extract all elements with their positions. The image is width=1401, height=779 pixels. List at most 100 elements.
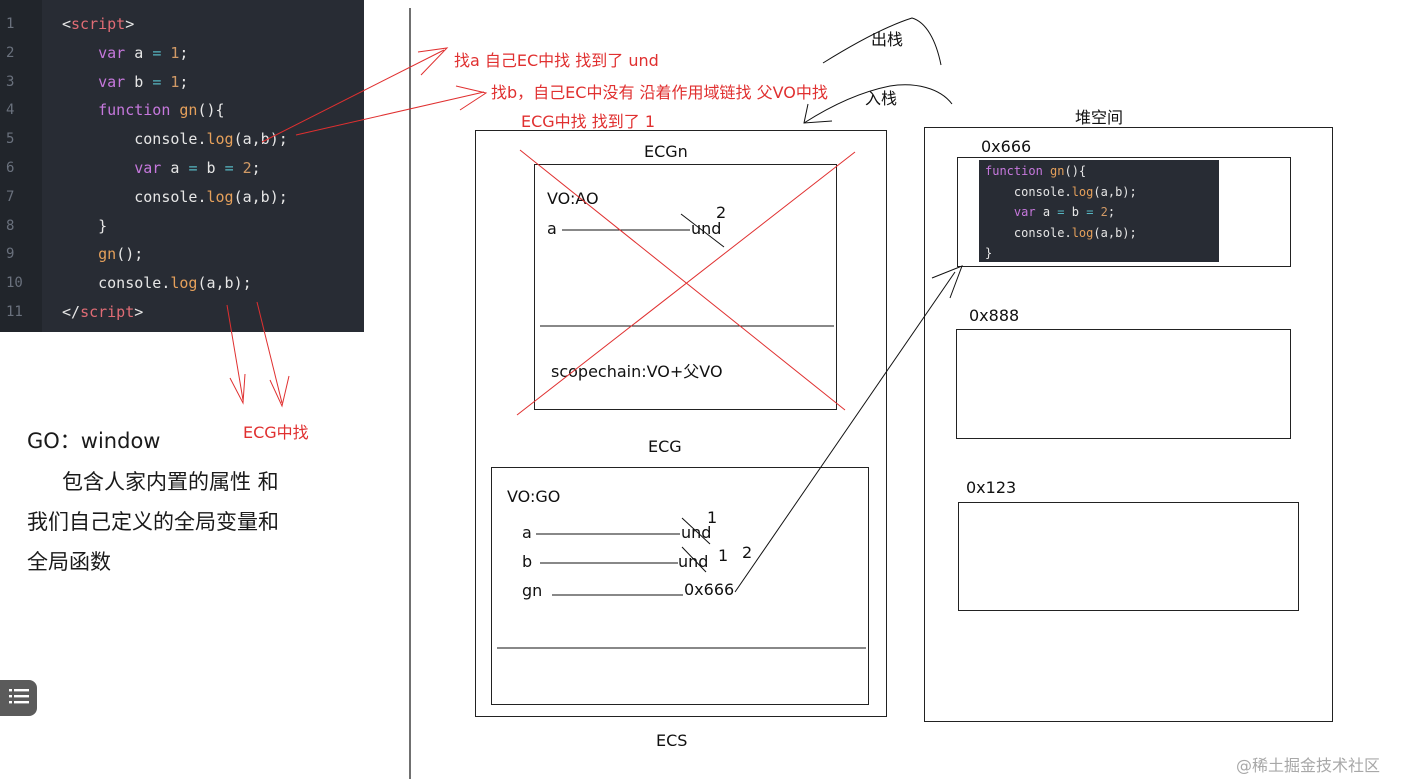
- heap-label: 堆空间: [1075, 108, 1124, 127]
- heap-addr-0x123: 0x123: [966, 478, 1017, 497]
- code-token: 2: [1100, 205, 1108, 219]
- code-token: b: [125, 72, 153, 91]
- heap-code-line: console.log(a,b);: [985, 223, 1137, 243]
- code-line: 10 console.log(a,b);: [0, 269, 364, 298]
- list-icon: [8, 687, 30, 709]
- code-text: console.log(a,b);: [62, 269, 252, 298]
- code-token: script: [71, 15, 126, 33]
- code-token: log: [206, 187, 234, 206]
- code-token: log: [1071, 225, 1094, 240]
- code-token: gn: [179, 101, 198, 120]
- code-token: var: [134, 159, 162, 177]
- ecg-var-b-new-value: 1: [718, 546, 729, 565]
- code-token: =: [152, 43, 162, 62]
- code-token: function: [985, 164, 1043, 178]
- code-token: 1: [170, 72, 180, 91]
- code-line: 5 console.log(a,b);: [0, 125, 364, 154]
- code-text: function gn(){: [62, 96, 225, 125]
- annotation-find-b-result: ECG中找 找到了 1: [521, 112, 656, 131]
- push-stack-arrowhead: [803, 103, 833, 124]
- code-token: =: [224, 159, 234, 177]
- code-token: b: [197, 159, 225, 177]
- code-token: [62, 44, 98, 62]
- code-token: 1: [170, 43, 180, 62]
- code-panel: 1<script>2 var a = 1;3 var b = 1;4 funct…: [0, 0, 364, 332]
- line-number: 6: [6, 160, 15, 176]
- arrowhead-find-b: [455, 85, 488, 111]
- heap-addr-0x666: 0x666: [981, 137, 1032, 156]
- arrowhead-find-a: [417, 47, 449, 76]
- line-number: 2: [6, 44, 15, 61]
- code-token: ;: [179, 72, 189, 91]
- ecg-var-a-name: a: [522, 523, 532, 542]
- code-token: [234, 159, 243, 177]
- heap-code-line: console.log(a,b);: [985, 182, 1137, 202]
- heap-code-line: var a = b = 2;: [985, 202, 1115, 222]
- code-line: 6 var a = b = 2;: [0, 154, 364, 183]
- code-text: console.log(a,b);: [62, 183, 288, 212]
- ecs-label: ECS: [656, 731, 688, 750]
- code-token: ();: [116, 245, 144, 264]
- code-line: 3 var b = 1;: [0, 68, 364, 97]
- line-number: 7: [6, 188, 15, 205]
- code-line: 2 var a = 1;: [0, 39, 364, 68]
- heap-addr-0x888: 0x888: [969, 306, 1020, 325]
- line-number: 11: [6, 304, 23, 320]
- code-line: 9 gn();: [0, 240, 364, 269]
- code-token: log: [206, 130, 234, 149]
- code-token: [62, 159, 134, 177]
- code-token: var: [1013, 205, 1036, 219]
- ecg-vo-label: VO:GO: [507, 487, 561, 506]
- code-token: (a,b);: [197, 274, 252, 293]
- line-number: 1: [6, 16, 15, 32]
- line-number: 10: [6, 275, 23, 292]
- heap-object-0x888: [956, 329, 1291, 439]
- code-token: <: [62, 15, 72, 33]
- annotation-find-a: 找a 自己EC中找 找到了 und: [454, 51, 659, 70]
- code-token: a: [1035, 205, 1058, 219]
- code-line: 4 function gn(){: [0, 96, 364, 125]
- code-token: ;: [179, 43, 189, 62]
- code-token: function: [98, 101, 171, 120]
- code-token: console.: [62, 130, 207, 149]
- code-token: =: [188, 159, 198, 177]
- code-token: }: [62, 216, 108, 235]
- code-text: <script>: [62, 10, 134, 39]
- code-line: 7 console.log(a,b);: [0, 183, 364, 212]
- heap-code-line: function gn(){: [985, 161, 1086, 181]
- ecg-var-a-new-value: 1: [707, 508, 718, 527]
- label-push-stack: 入栈: [865, 89, 898, 108]
- code-line: 11</script>: [0, 298, 364, 327]
- annotation-find-b: 找b，自己EC中没有 沿着作用域链找 父VO中找: [491, 83, 828, 102]
- heap-function-source: function gn(){ console.log(a,b); var a =…: [979, 160, 1219, 262]
- go-title: GO：window: [27, 429, 161, 453]
- ecgn-scopechain: scopechain:VO+父VO: [551, 362, 723, 381]
- label-pop-stack: 出栈: [871, 30, 904, 49]
- ecgn-var-a-new-value: 2: [716, 203, 727, 222]
- heap-code-line: }: [985, 243, 992, 263]
- code-token: (){: [197, 101, 225, 120]
- code-token: >: [125, 15, 135, 33]
- ecgn-var-a-name: a: [547, 219, 557, 238]
- code-token: (){: [1064, 164, 1087, 178]
- code-token: ;: [1107, 205, 1116, 219]
- watermark: @稀土掘金技术社区: [1236, 756, 1381, 775]
- heap-object-0x666: [957, 157, 1291, 267]
- code-token: [1043, 164, 1050, 178]
- annotation-ecg-find: ECG中找: [243, 423, 309, 442]
- code-token: [62, 101, 98, 119]
- ecg-label: ECG: [648, 437, 682, 456]
- arrowhead-ecg-find-2: [269, 375, 290, 408]
- code-token: [985, 205, 1014, 219]
- ecgn-label: ECGn: [644, 142, 688, 161]
- code-token: 2: [242, 159, 252, 177]
- ecg-var-b-value: und: [678, 552, 709, 571]
- go-desc-line1: 包含人家内置的属性 和: [62, 470, 279, 494]
- toc-button[interactable]: [0, 680, 37, 716]
- ecg-var-b-name: b: [522, 552, 533, 571]
- code-text: gn();: [62, 240, 143, 269]
- code-token: var: [98, 72, 126, 91]
- code-token: }: [985, 246, 993, 260]
- line-number: 3: [6, 73, 15, 90]
- code-token: =: [1057, 205, 1065, 219]
